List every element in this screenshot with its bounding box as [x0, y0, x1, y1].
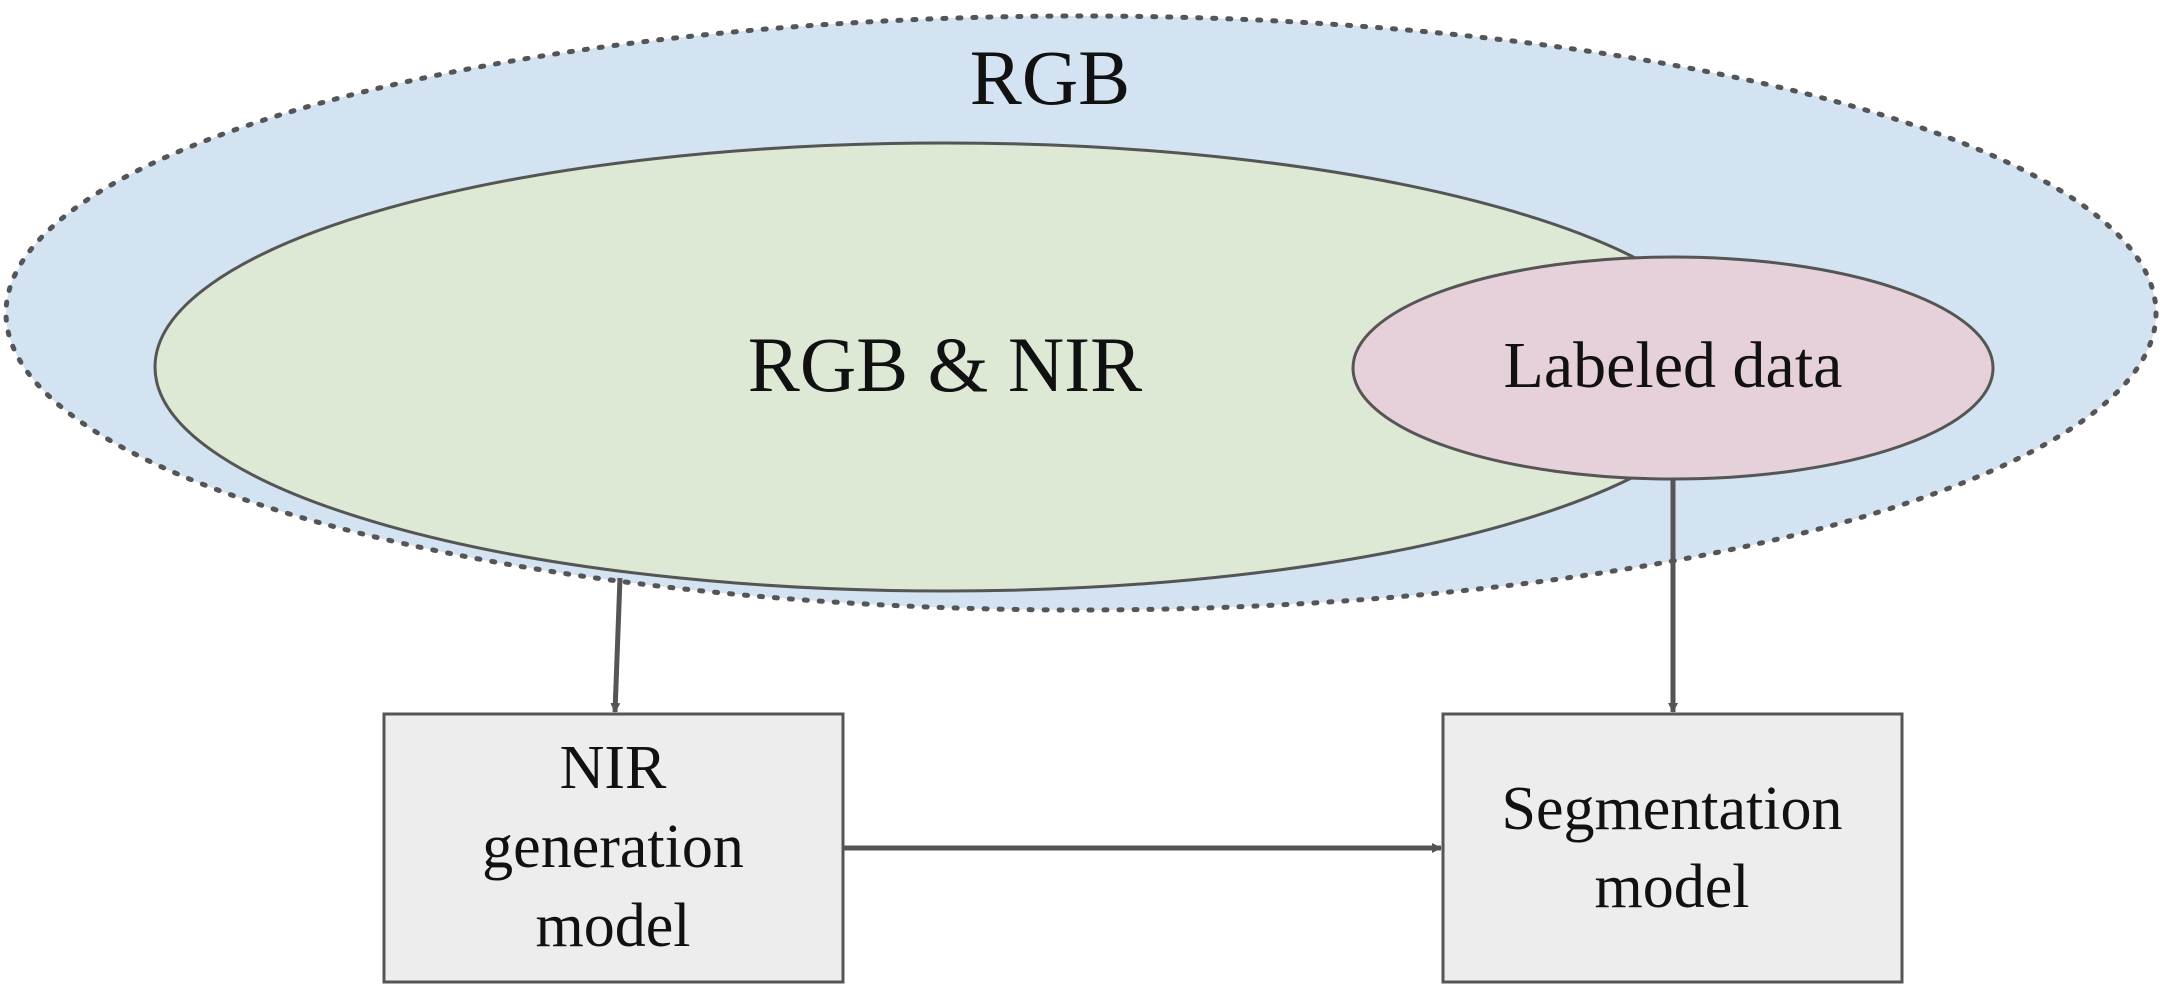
segmentation-model-box — [1441, 712, 1904, 984]
nir-model-label-line3: model — [536, 892, 691, 960]
seg-model-label-line1: Segmentation — [1502, 775, 1843, 843]
nir-model-label-line2: generation — [482, 813, 744, 881]
nir-model-label-line1: NIR — [560, 734, 667, 802]
rgb-label: RGB — [970, 34, 1130, 121]
labeled-data-region — [1351, 255, 1995, 481]
nir-generation-model-box — [382, 712, 845, 984]
arrow-rgb-nir-to-nir-model — [610, 577, 623, 713]
labeled-data-label: Labeled data — [1504, 329, 1843, 402]
rgb-nir-label: RGB & NIR — [748, 321, 1142, 408]
seg-model-label-line2: model — [1595, 853, 1750, 921]
